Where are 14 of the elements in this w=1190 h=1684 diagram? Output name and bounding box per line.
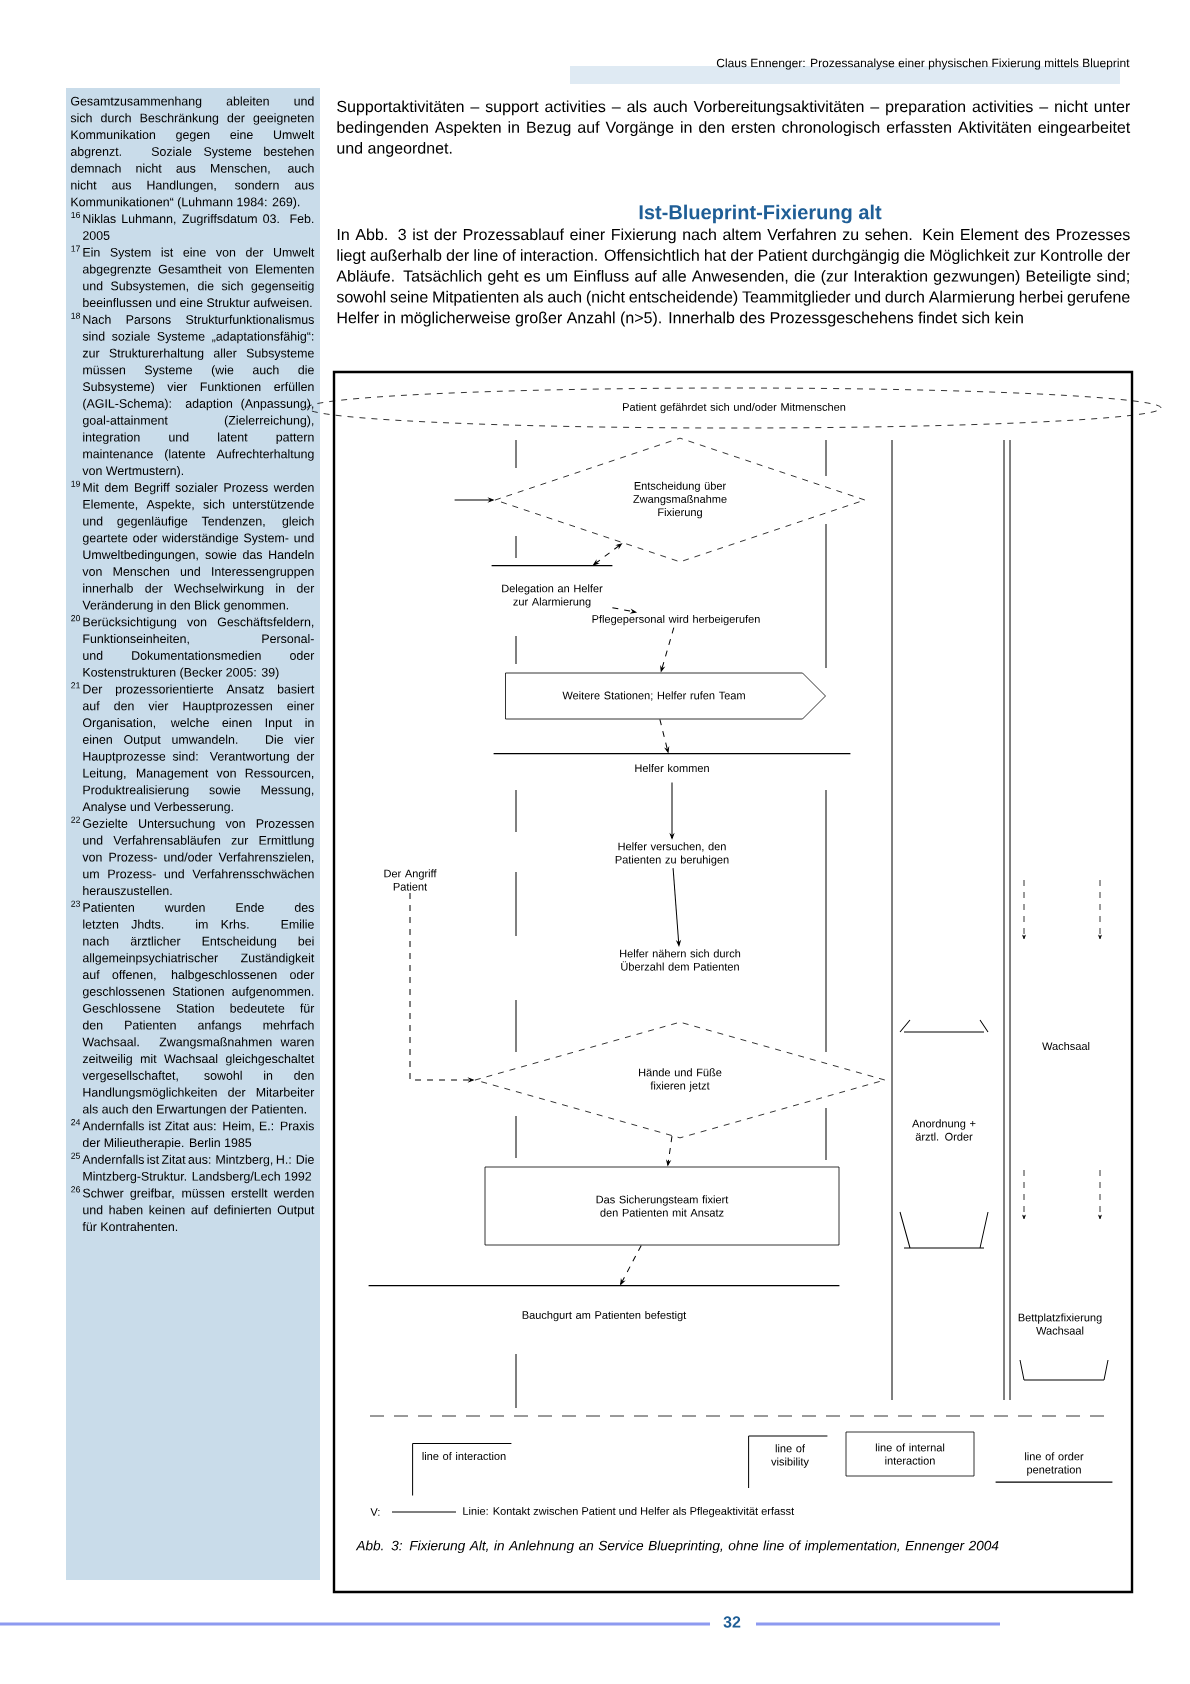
arrow bbox=[660, 627, 675, 672]
arrow bbox=[659, 718, 670, 753]
arrow bbox=[454, 498, 494, 502]
section-heading: Ist-Blueprint-Fixierung alt bbox=[639, 204, 882, 224]
arrow bbox=[672, 867, 681, 947]
paragraph: Supportaktivitäten – support activities – als auch Vorbereitungsaktivitäten – preparation activities – nicht unter bedingenden Aspekten in Bezug auf Vorgänge in den ersten chronologisch erfassten Aktivitäten eingearbeitet und angeordnet. bbox=[337, 100, 1131, 157]
arrow bbox=[409, 892, 474, 1082]
arrow bbox=[620, 1244, 642, 1285]
page-number: 32 bbox=[723, 1616, 741, 1628]
arrow bbox=[666, 1135, 673, 1166]
arrow bbox=[670, 781, 674, 839]
arrow bbox=[611, 607, 637, 614]
paragraph: In Abb. 3 ist der Prozessablauf einer Fixierung nach altem Verfahren zu sehen. Kein Element des Prozesses liegt außerhalb der line of interaction. Offensichtlich hat der Patient durchgängig die Möglichkeit zur Kontrolle der Abläufe. Tatsächlich geht es um Einfluss auf alle Anwesenden, die (zur Interaktion gezwungen) Beteiligte sind; sowohl seine Mitpatienten als auch (nicht entscheidende) Teammitglieder und durch Alarmierung herbei gerufene Helfer in möglicherweise großer Anzahl (n>5). Innerhalb des Prozessgeschehens findet sich kein bbox=[336, 228, 1130, 327]
arrow bbox=[593, 543, 622, 566]
